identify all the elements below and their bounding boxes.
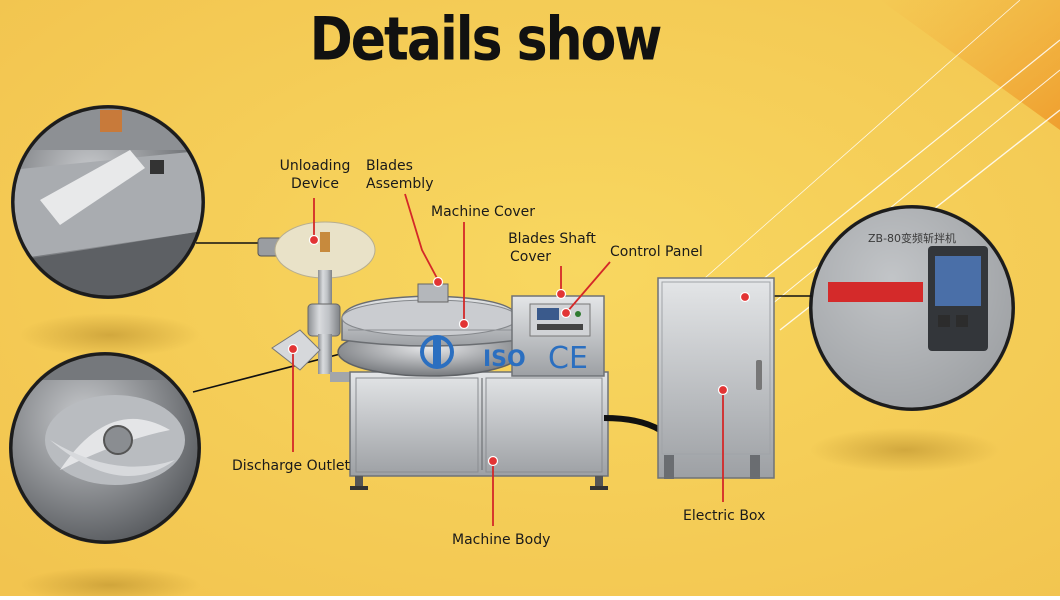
label-machine-body: Machine Body (452, 532, 551, 548)
part-markers (287, 234, 751, 467)
marker-control-panel (560, 307, 572, 319)
marker-blades-shaft-cover (555, 288, 567, 300)
label-blades-shaft-cover-line1: Blades Shaft (508, 231, 596, 247)
model-plate-text: ZB-80变频斩拌机 (868, 231, 956, 245)
photo-shadow-top-left (20, 313, 200, 357)
photo-shadow-bottom-left (20, 567, 200, 600)
label-blades-assembly-line2: Assembly (366, 176, 434, 192)
leader-lines (292, 193, 724, 526)
label-unloading-device-line1: Unloading (279, 158, 351, 174)
detail-photo-unloading-device (11, 105, 205, 299)
label-unloading-device: Unloading Device (268, 157, 362, 193)
ce-mark: CE (548, 341, 588, 376)
label-discharge-outlet: Discharge Outlet (232, 458, 350, 474)
page-title: Details show (309, 5, 663, 75)
label-control-panel: Control Panel (610, 244, 703, 260)
label-blades-assembly: Blades Assembly (366, 157, 433, 193)
marker-machine-cover (458, 318, 470, 330)
bowl-cutter-machine (257, 221, 775, 490)
label-blades-shaft-cover-line2: Cover (510, 249, 551, 265)
marker-discharge-outlet (287, 343, 299, 355)
marker-electric-box-door (739, 291, 751, 303)
marker-machine-body (487, 455, 499, 467)
label-unloading-device-line2: Device (291, 176, 339, 192)
marker-unloading-device (308, 234, 320, 246)
photo-shadow-right (810, 428, 1000, 472)
marker-blades-assembly (432, 276, 444, 288)
iso-mark: ISO (483, 347, 526, 372)
label-blades-shaft-cover: Blades Shaft Cover (502, 230, 602, 266)
background-corner-accent (880, 0, 1060, 130)
label-machine-cover: Machine Cover (431, 204, 536, 220)
iso-logo (420, 335, 454, 369)
detail-photo-control-panel: ZB-80变频斩拌机 (809, 205, 1015, 411)
label-blades-assembly-line1: Blades (366, 158, 413, 174)
marker-electric-box (717, 384, 729, 396)
label-electric-box: Electric Box (683, 508, 766, 524)
